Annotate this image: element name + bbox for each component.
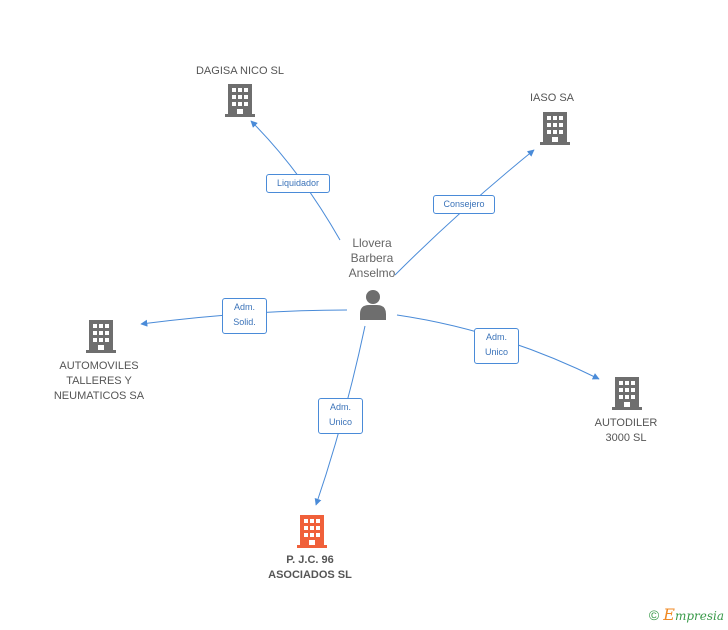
- company-label-iaso[interactable]: IASO SA: [529, 92, 575, 104]
- copyright-icon: ©: [648, 607, 660, 623]
- footer-brand: ©Empresia: [649, 605, 724, 624]
- company-label-automoviles[interactable]: AUTOMOVILES TALLERES Y NEUMATICOS SA: [53, 360, 145, 402]
- relation-label-consejero: Consejero: [433, 195, 495, 214]
- person-name[interactable]: Llovera Barbera Anselmo: [348, 236, 396, 280]
- company-label-dagisa[interactable]: DAGISA NICO SL: [195, 65, 285, 77]
- person-icon[interactable]: [360, 290, 386, 320]
- building-icon-pjc-focus[interactable]: [297, 515, 327, 548]
- company-label-autodiler[interactable]: AUTODILER 3000 SL: [594, 417, 658, 444]
- building-icon-autodiler[interactable]: [612, 377, 642, 410]
- building-icon-iaso[interactable]: [540, 112, 570, 145]
- building-icon-dagisa[interactable]: [225, 84, 255, 117]
- company-label-pjc[interactable]: P. J.C. 96 ASOCIADOS SL: [268, 554, 352, 581]
- relation-label-adm-solid: Adm. Solid.: [222, 298, 267, 334]
- empresia-logo[interactable]: Empresia: [663, 605, 724, 624]
- building-icon-automoviles[interactable]: [86, 320, 116, 353]
- relation-label-adm-unico-autodiler: Adm. Unico: [474, 328, 519, 364]
- relation-label-adm-unico-pjc: Adm. Unico: [318, 398, 363, 434]
- relation-label-liquidador: Liquidador: [266, 174, 330, 193]
